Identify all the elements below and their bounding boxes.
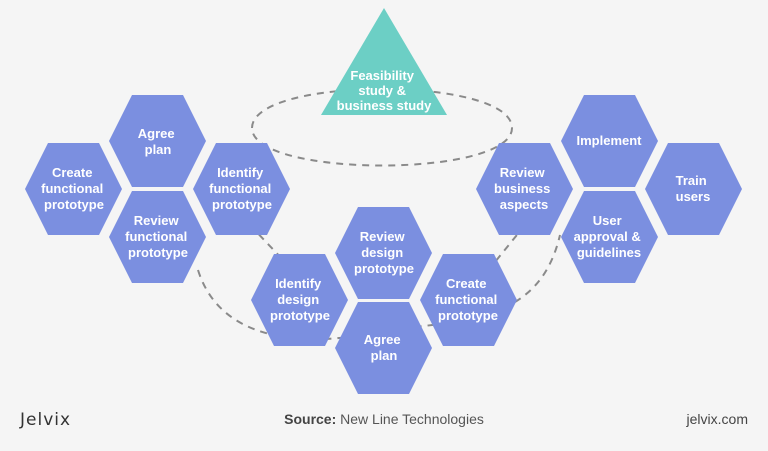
svg-text:Review functional: Review functional prototype bbox=[125, 213, 191, 260]
svg-text:Create functional: Create functional prototype bbox=[435, 276, 501, 323]
hex-identify-design-prototype: Identify design prototype bbox=[251, 254, 348, 346]
jelvix-logo: Jelvix bbox=[20, 410, 72, 430]
source-credit: Source: New Line Technologies bbox=[0, 411, 768, 427]
source-value: New Line Technologies bbox=[340, 411, 484, 427]
svg-text:Create functional: Create functional prototype bbox=[41, 165, 107, 212]
site-url: jelvix.com bbox=[686, 411, 748, 427]
hex-review-functional-prototype: Review functional prototype bbox=[109, 191, 206, 283]
hex-create-functional-prototype-middle: Create functional prototype bbox=[420, 254, 517, 346]
footer: Jelvix Source: New Line Technologies jel… bbox=[0, 404, 768, 434]
source-label: Source: bbox=[284, 411, 337, 427]
svg-text:Train users: Train users bbox=[676, 173, 711, 204]
triangle-line-1: Feasibility bbox=[350, 68, 414, 83]
right-connector-path bbox=[494, 224, 526, 263]
hex-implement: Implement bbox=[561, 95, 658, 187]
svg-text:User approval & gu: User approval & guidelines bbox=[574, 213, 645, 260]
hex-review-business-aspects: Review business aspects bbox=[476, 143, 573, 235]
hex-agree-plan-left: Agree plan bbox=[109, 95, 206, 187]
svg-text:Feasibility study & bu: Feasibility study & business study bbox=[337, 68, 432, 113]
svg-text:Implement: Implement bbox=[576, 133, 642, 148]
hex-review-design-prototype: Review design prototype bbox=[335, 207, 432, 299]
triangle-line-3: business study bbox=[337, 98, 432, 113]
feasibility-triangle bbox=[321, 8, 447, 115]
hex-identify-functional-prototype: Identify functional prototype bbox=[193, 143, 290, 235]
svg-text:Review design prot: Review design prototype bbox=[354, 229, 414, 276]
hex-user-approval-guidelines: User approval & guidelines bbox=[561, 191, 658, 283]
hex-create-functional-prototype-left: Create functional prototype bbox=[25, 143, 122, 235]
hex-agree-plan-middle: Agree plan bbox=[335, 302, 432, 394]
svg-text:Identify design pr: Identify design prototype bbox=[270, 276, 330, 323]
svg-text:Agree plan: Agree plan bbox=[138, 126, 178, 157]
dsdm-diagram: Feasibility study & business study Agree… bbox=[25, 8, 742, 394]
top-loop-path bbox=[250, 88, 514, 167]
svg-text:Review business as: Review business aspects bbox=[494, 165, 554, 212]
svg-text:Agree plan: Agree plan bbox=[364, 332, 404, 363]
triangle-line-2: study & bbox=[358, 83, 406, 98]
svg-text:Identify functional: Identify functional prototype bbox=[209, 165, 275, 212]
hex-train-users: Train users bbox=[645, 143, 742, 235]
